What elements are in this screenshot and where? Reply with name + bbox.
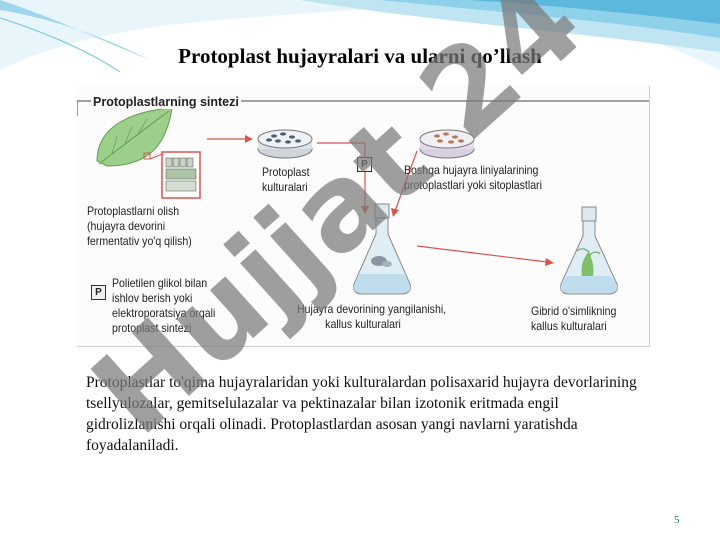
label-line: Boshqa hujayra liniyalarining bbox=[404, 163, 539, 177]
arrow-cultures-to-fusion bbox=[317, 142, 369, 214]
label-regeneration: Hujayra devorining yangilanishi, kallus … bbox=[297, 302, 446, 332]
label-line: Protoplast bbox=[262, 165, 310, 179]
arrow-to-cultures bbox=[207, 135, 253, 143]
label-line: fermentativ yo'q qilish) bbox=[87, 234, 192, 248]
label-line: Polietilen glikol bilan bbox=[112, 276, 208, 290]
label-line: ishlov berish yoki bbox=[112, 291, 193, 305]
slide-title: Protoplast hujayralari va ularni qo’llas… bbox=[178, 44, 542, 68]
header-wave-decoration bbox=[0, 0, 720, 73]
leaf-icon bbox=[96, 107, 173, 167]
flask-regeneration-icon bbox=[353, 203, 411, 295]
protoplast-synthesis-figure: Protoplastlarning sintezi Protoplastlarn… bbox=[77, 86, 650, 347]
petri-dish-icon bbox=[257, 129, 313, 159]
label-cultures: Protoplast kulturalari bbox=[262, 165, 310, 195]
label-line: (hujayra devorini bbox=[87, 219, 166, 233]
label-isolation: Protoplastlarni olish (hujayra devorini … bbox=[87, 204, 192, 249]
label-line: protoplast sintezi bbox=[112, 321, 192, 335]
label-line: Gibrid o'simlikning bbox=[531, 304, 617, 318]
label-line: Hujayra devorining yangilanishi, bbox=[297, 302, 447, 316]
figure-title: Protoplastlarning sintezi bbox=[91, 95, 241, 109]
label-hybrid: Gibrid o'simlikning kallus kulturalari bbox=[531, 304, 616, 334]
label-line: kallus kulturalari bbox=[325, 317, 401, 331]
slide-paragraph: Protoplastlar to'qima hujayralaridan yok… bbox=[86, 374, 637, 454]
label-other-line: Boshqa hujayra liniyalarining protoplast… bbox=[404, 163, 542, 193]
protoplast-badge: P bbox=[357, 157, 372, 172]
petri-dish-other-icon bbox=[419, 129, 475, 159]
label-line: kulturalari bbox=[262, 180, 308, 194]
label-line: protoplastlari yoki sitoplastlari bbox=[404, 178, 542, 192]
label-line: elektroporatsiya orqali bbox=[112, 306, 216, 320]
protoplast-badge: P bbox=[91, 285, 106, 300]
figure-drawing bbox=[77, 100, 649, 295]
label-line: Protoplastlarni olish bbox=[87, 204, 180, 218]
page-number: 5 bbox=[674, 514, 680, 526]
label-line: kallus kulturalari bbox=[531, 319, 607, 333]
label-peg-fusion: Polietilen glikol bilan ishlov berish yo… bbox=[112, 276, 215, 336]
arrow-other-to-fusion bbox=[391, 150, 418, 217]
flask-hybrid-icon bbox=[560, 206, 618, 295]
leaf-tissue-icon bbox=[149, 151, 201, 199]
arrow-to-hybrid bbox=[416, 245, 554, 266]
